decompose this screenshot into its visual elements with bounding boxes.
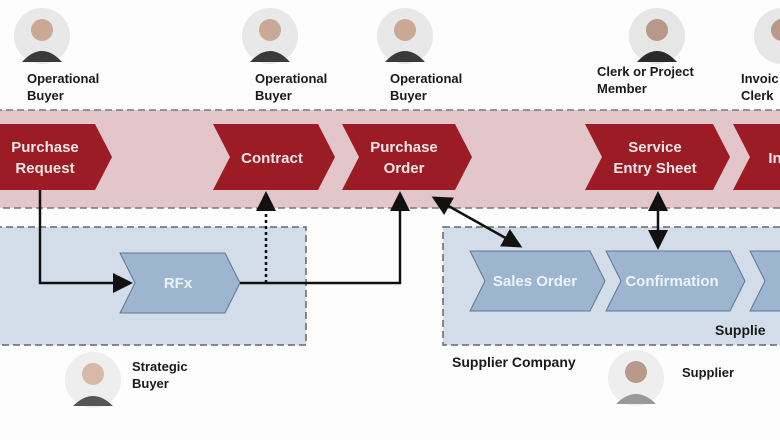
role-label: Operational [390, 71, 463, 86]
arrow-order-sales-order [431, 196, 523, 248]
step-rfx [119, 252, 241, 314]
role-label: Buyer [27, 88, 64, 103]
avatar [14, 8, 70, 64]
step-confirmation [605, 250, 746, 312]
step-label: Purchase [370, 139, 438, 156]
role-label: Buyer [132, 376, 169, 391]
step-label: Confirmation [625, 273, 718, 290]
step-contract [213, 124, 335, 190]
avatar [608, 350, 664, 406]
role-label: Invoic [741, 71, 779, 86]
supplier-company-label: Supplier Company [452, 354, 576, 370]
role-label: Strategic [132, 359, 188, 374]
step-next [749, 250, 780, 312]
step-label: Purchase [11, 139, 79, 156]
step-label: Request [15, 160, 74, 177]
role-label: Operational [255, 71, 328, 86]
avatar [754, 8, 780, 64]
step-sales-order [469, 250, 606, 312]
step-purchase-order [342, 124, 472, 190]
step-label: Order [384, 160, 425, 177]
role-label: Member [597, 81, 647, 96]
avatar [65, 352, 121, 408]
arrow-request-to-rfx [38, 190, 133, 293]
step-label: Entry Sheet [613, 160, 696, 177]
avatar [242, 8, 298, 64]
step-label: RFx [164, 275, 193, 292]
role-supplier: Supplier [682, 365, 735, 380]
step-invoice [733, 124, 780, 190]
role-label: Clerk or Project [597, 64, 694, 79]
step-label: Contract [241, 150, 303, 167]
step-label: Sales Order [493, 273, 577, 290]
avatar [377, 8, 433, 64]
role-label: Clerk [741, 88, 774, 103]
supplier-zone-label: Supplie [715, 322, 766, 338]
avatar [629, 8, 685, 64]
role-label: Buyer [390, 88, 427, 103]
arrow-rfx-to-order [240, 191, 410, 285]
step-label: In [768, 150, 780, 167]
step-service-entry-sheet [585, 124, 730, 190]
step-purchase-request [0, 124, 112, 190]
step-label: Service [628, 139, 681, 156]
role-label: Operational [27, 71, 100, 86]
role-label: Buyer [255, 88, 292, 103]
